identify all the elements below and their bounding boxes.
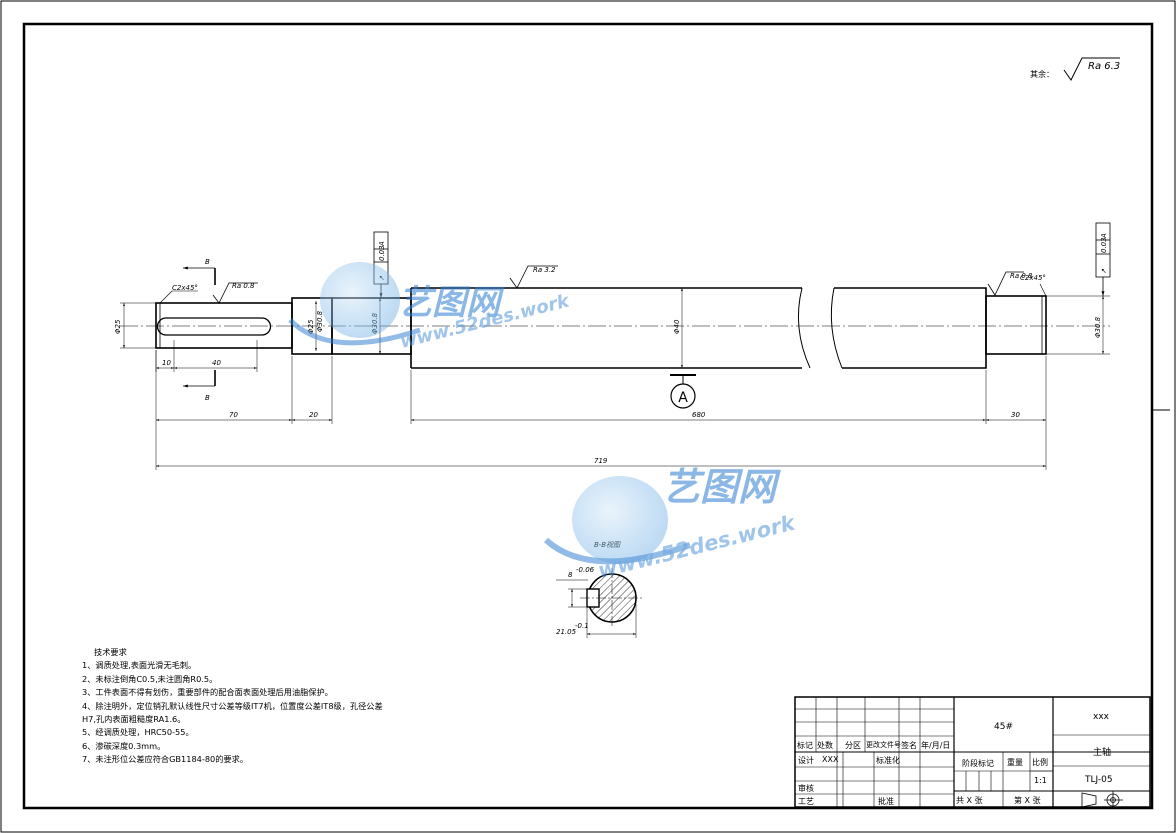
svg-text:0.03: 0.03 xyxy=(1100,237,1108,253)
tech-req-item: 4、除注明外，定位销孔默认线性尺寸公差等级IT7机，位置度公差IT8级，孔径公差 xyxy=(82,700,383,711)
watermark-1: 艺图网 www.52des.work xyxy=(288,262,572,353)
section-tol-top: -0.06 xyxy=(576,566,595,574)
tb-sheet-no: 第 X 张 xyxy=(1014,796,1041,805)
tech-req-item: 1、调质处理,表面光滑无毛刺。 xyxy=(82,660,197,671)
svg-text:Φ25: Φ25 xyxy=(307,319,315,334)
dim-key-offset: 10 xyxy=(162,359,171,367)
section-view: B-B视图 8 -0.06 21.05 -0.1 xyxy=(556,541,644,638)
svg-text:Φ40: Φ40 xyxy=(673,319,681,334)
tb-design-label: 设计 xyxy=(798,756,814,765)
tech-req-item: 5、经调质处理，HRC50-55。 xyxy=(82,727,194,738)
svg-text:Ra 3.2: Ra 3.2 xyxy=(533,266,556,274)
svg-text:Φ30.8: Φ30.8 xyxy=(1094,316,1102,338)
tech-req-item: 6、渗碳深度0.3mm。 xyxy=(82,740,166,751)
tb-header-date: 年/月/日 xyxy=(921,741,951,750)
general-roughness-note: 其余： Ra 6.3 xyxy=(1030,57,1120,81)
tech-req-item: 2、未标注倒角C0.5,未注圆角R0.5。 xyxy=(82,673,218,684)
tb-part-name: 主轴 xyxy=(1093,748,1112,758)
frame-border xyxy=(22,22,1154,810)
roughness-mark-3: Ra 0.8 xyxy=(987,271,1033,296)
technical-requirements: 技术要求 1、调质处理,表面光滑无毛刺。 2、未标注倒角C0.5,未注圆角R0.… xyxy=(82,646,462,767)
dim-key xyxy=(155,340,258,372)
tb-designer: XXX xyxy=(822,755,839,764)
tech-req-item: H7,孔内表面粗糙度RA1.6。 xyxy=(82,714,186,725)
tb-review-label: 审核 xyxy=(798,784,814,793)
roughness-prefix: 其余： xyxy=(1030,69,1054,79)
svg-text:Ra 0.8: Ra 0.8 xyxy=(1010,272,1033,280)
watermark-globe-icon-2 xyxy=(572,476,668,564)
svg-text:Φ25: Φ25 xyxy=(114,319,122,334)
chamfer-left: C2x45° xyxy=(159,284,198,304)
projection-symbol-icon xyxy=(1081,791,1123,809)
tb-weight-label: 重量 xyxy=(1007,758,1023,767)
tb-standardize-label: 标准化 xyxy=(876,756,900,765)
dim-diameter-groove: Φ25 Φ30.8 xyxy=(307,301,324,351)
chamfer-right: C2x45° xyxy=(1020,274,1047,297)
dim-diameter-left: Φ25 xyxy=(114,302,156,349)
tb-drawing-no: TLJ-05 xyxy=(1085,775,1113,785)
svg-text:艺图网: 艺图网 xyxy=(398,283,505,323)
tb-process-label: 工艺 xyxy=(798,797,814,806)
section-mark-bottom: B xyxy=(183,370,216,402)
tb-approve-label: 批准 xyxy=(878,797,894,806)
break-lines xyxy=(797,287,843,369)
dim-len-70: 70 xyxy=(229,411,238,419)
svg-text:A: A xyxy=(678,390,688,406)
svg-text:A: A xyxy=(1100,233,1108,239)
tb-header-count: 处数 xyxy=(817,741,833,750)
svg-text:Ra 0.8: Ra 0.8 xyxy=(232,282,255,290)
shaft-seg-main-left xyxy=(410,287,802,369)
roughness-symbol-icon xyxy=(1063,57,1120,81)
shaft-seg-keyed xyxy=(155,302,293,349)
tb-company: xxx xyxy=(1093,712,1109,722)
dim-diameter-main: Φ40 xyxy=(673,288,683,368)
roughness-value: Ra 6.3 xyxy=(1088,61,1120,72)
roughness-mark-2: Ra 3.2 xyxy=(509,265,558,289)
datum-marker: A xyxy=(670,374,696,409)
tb-scale-value: 1:1 xyxy=(1034,776,1047,785)
tb-header-zone: 分区 xyxy=(845,741,861,750)
gdt-frame-right: ↗ 0.03 A xyxy=(1095,222,1111,296)
shaft-seg-end xyxy=(985,295,1047,355)
tech-req-item: 3、工件表面不得有划伤，重要部件的配合面表面处理后用油脂保护。 xyxy=(82,687,333,698)
tb-header-change-doc: 更改文件号 xyxy=(866,741,901,749)
section-mark-top: B xyxy=(183,258,216,285)
tb-header-mark: 标记 xyxy=(797,741,813,750)
title-block xyxy=(794,696,1151,808)
tb-stage-label: 阶段标记 xyxy=(962,759,994,768)
section-dim-depth: 21.05 xyxy=(556,628,577,636)
chamfer-label-right: C2x45° xyxy=(1020,274,1046,282)
tb-sheets-total: 共 X 张 xyxy=(956,796,983,805)
dim-diameter-end: Φ30.8 xyxy=(1046,295,1110,355)
tb-header-sign: 签名 xyxy=(901,741,917,750)
tb-material: 45# xyxy=(994,722,1013,732)
svg-text:0.03: 0.03 xyxy=(378,245,386,261)
tech-req-item: 7、未注形位公差应符合GB1184-80的要求。 xyxy=(82,754,249,765)
keyway xyxy=(156,317,272,336)
svg-text:Φ30.8: Φ30.8 xyxy=(316,310,324,332)
dim-len-20: 20 xyxy=(309,411,318,419)
shaft-outline xyxy=(155,287,1047,369)
svg-text:艺图网: 艺图网 xyxy=(662,465,781,509)
svg-text:A: A xyxy=(378,241,386,247)
dim-len-680: 680 xyxy=(692,411,706,419)
watermark-globe-icon xyxy=(320,262,400,338)
dim-len-30: 30 xyxy=(1011,411,1020,419)
svg-text:B: B xyxy=(205,394,210,402)
section-tol-bottom: -0.1 xyxy=(575,622,589,630)
dim-lengths xyxy=(155,350,1047,470)
section-dim-key-width: 8 xyxy=(568,571,573,579)
chamfer-label-left: C2x45° xyxy=(172,284,198,292)
tb-scale-label: 比例 xyxy=(1032,758,1048,767)
runout-icon-2: ↗ xyxy=(1100,268,1108,274)
tech-req-title: 技术要求 xyxy=(94,647,127,657)
roughness-mark-1: Ra 0.8 xyxy=(212,282,258,304)
dim-len-total: 719 xyxy=(594,457,608,465)
svg-text:B: B xyxy=(205,258,210,266)
shaft-seg-main-right xyxy=(834,287,987,369)
dim-key-length: 40 xyxy=(212,359,221,367)
